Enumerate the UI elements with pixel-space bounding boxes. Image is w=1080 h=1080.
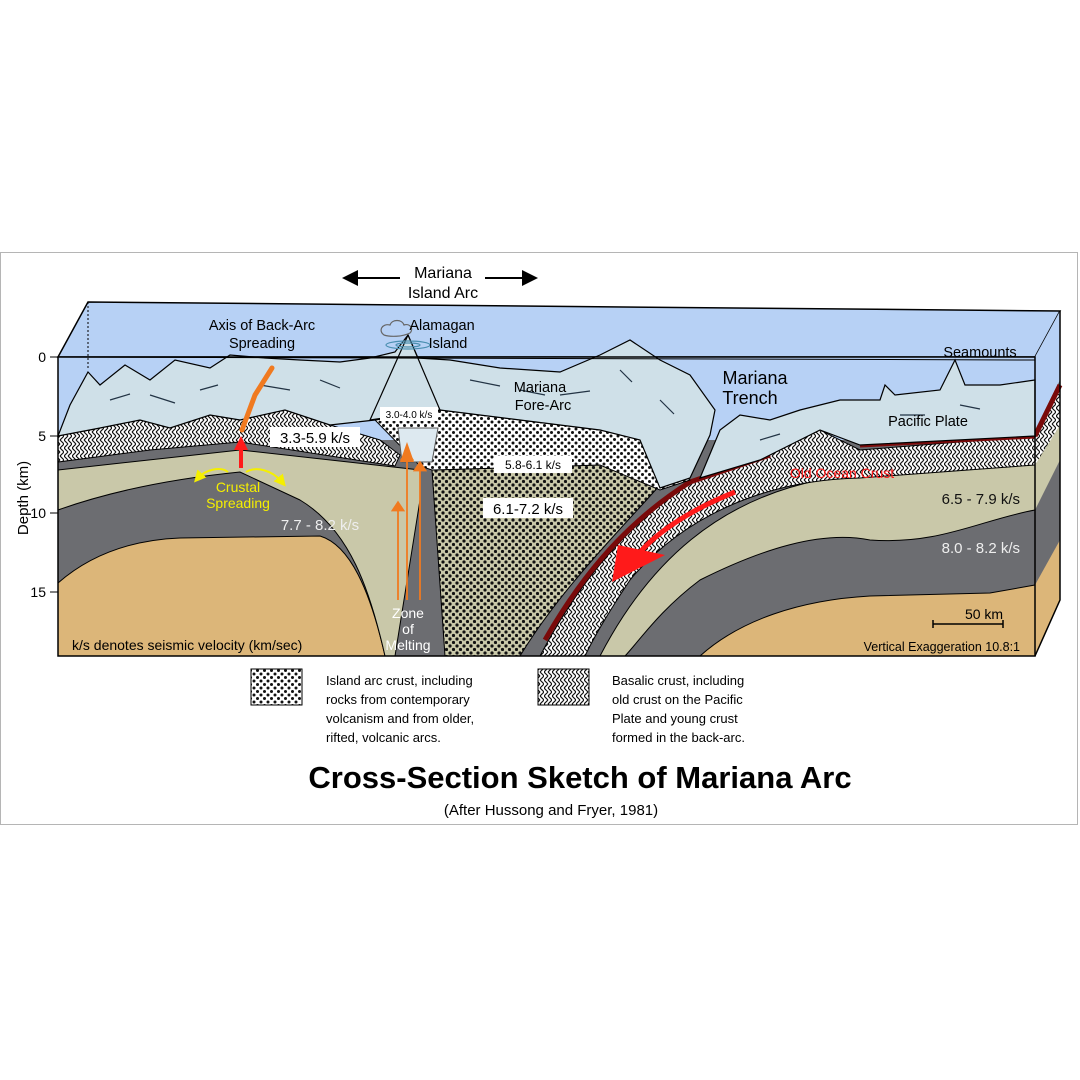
legend-text: volcanism and from older, (326, 711, 474, 726)
island-arc-label: Island Arc (408, 285, 478, 302)
crustal-spreading-label: Crustal (216, 479, 260, 495)
upper-mantle-right (599, 461, 1036, 657)
melting-arrows-icon (390, 449, 428, 600)
trench-label: Mariana (722, 368, 788, 388)
trench-label: Trench (722, 388, 777, 408)
scale-bar: 50 km (932, 606, 1004, 628)
tick-label: 10 (30, 505, 46, 521)
backarc-dike (239, 365, 275, 433)
side-face-crust (1035, 385, 1060, 465)
pacific-plate-label: Pacific Plate (888, 414, 968, 430)
figure-frame (0, 252, 1078, 825)
velocity-label: 6.5 - 7.9 k/s (942, 491, 1020, 508)
velocity-label: 6.1-7.2 k/s (493, 501, 563, 518)
alamagan-label: Island (429, 336, 468, 352)
old-ocean-crust-label: Old Ocean Crust (790, 465, 894, 481)
legend-text: formed in the back-arc. (612, 730, 745, 745)
seamounts-label: Seamounts (943, 345, 1016, 361)
zone-of-melting-label: of (402, 621, 414, 637)
backarc-label: Axis of Back-Arc (209, 318, 315, 334)
legend-swatch-crosshatch (537, 668, 590, 706)
crustal-spreading-label: Spreading (206, 495, 270, 511)
zone-of-melting-label: Melting (385, 637, 430, 653)
legend-text: rifted, volcanic arcs. (326, 730, 441, 745)
pacific-plate-rocks (698, 358, 1036, 479)
diagram-title: Cross-Section Sketch of Mariana Arc (308, 760, 851, 795)
velocity-label: 7.7 - 8.2 k/s (281, 517, 359, 534)
subducting-slab-crust (539, 429, 1036, 657)
legend-swatch-dots (250, 668, 303, 706)
island-arc-label: Mariana (414, 265, 472, 282)
velocity-label: 5.8-6.1 k/s (505, 458, 561, 472)
legend-text: Island arc crust, including (326, 673, 473, 688)
scale-label: 50 km (965, 606, 1003, 622)
side-outline (1034, 311, 1061, 657)
alamagan-label: Alamagan (409, 318, 474, 334)
rock-texture-strokes (109, 369, 981, 441)
legend-text: Plate and young crust (612, 711, 738, 726)
tick-label: 15 (30, 584, 46, 600)
slab-edge (1032, 383, 1063, 438)
legend-text: Basalic crust, including (612, 673, 744, 688)
depth-axis: 0 5 10 15 (30, 349, 58, 600)
velocity-label: 8.0 - 8.2 k/s (942, 540, 1020, 557)
tick-label: 0 (38, 349, 46, 365)
vertical-exaggeration: Vertical Exaggeration 10.8:1 (864, 640, 1020, 654)
velocity-label: 3.3-5.9 k/s (280, 430, 350, 447)
tan-layer-right (698, 584, 1036, 657)
tick-label: 5 (38, 428, 46, 444)
volcano-plume-icon (380, 319, 431, 350)
magma-arrowhead (400, 442, 414, 462)
subduction-arrowhead (612, 545, 665, 582)
zone-of-melting-label: Zone (392, 605, 424, 621)
spreading-arrow-right-icon (245, 468, 286, 487)
forearc-label: Fore-Arc (515, 398, 571, 414)
upwelling-arrowhead (234, 436, 248, 450)
velocity-label: 3.0-4.0 k/s (386, 410, 433, 421)
forearc-label: Mariana (514, 380, 567, 396)
front-face-outline (57, 356, 1036, 657)
spreading-arrow-left-icon (194, 468, 229, 483)
side-face-tan (1035, 540, 1060, 656)
side-face-beige (1035, 420, 1060, 510)
legend-text: rocks from contemporary (326, 692, 470, 707)
axis-label: Depth (km) (15, 461, 32, 535)
backarc-label: Spreading (229, 336, 295, 352)
diagram-subtitle: (After Hussong and Fryer, 1981) (444, 802, 658, 819)
legend-text: old crust on the Pacific (612, 692, 743, 707)
seismic-velocity-note: k/s denotes seismic velocity (km/sec) (72, 637, 302, 653)
upper-mantle-left (57, 449, 421, 657)
sea-level-line (57, 356, 1036, 361)
